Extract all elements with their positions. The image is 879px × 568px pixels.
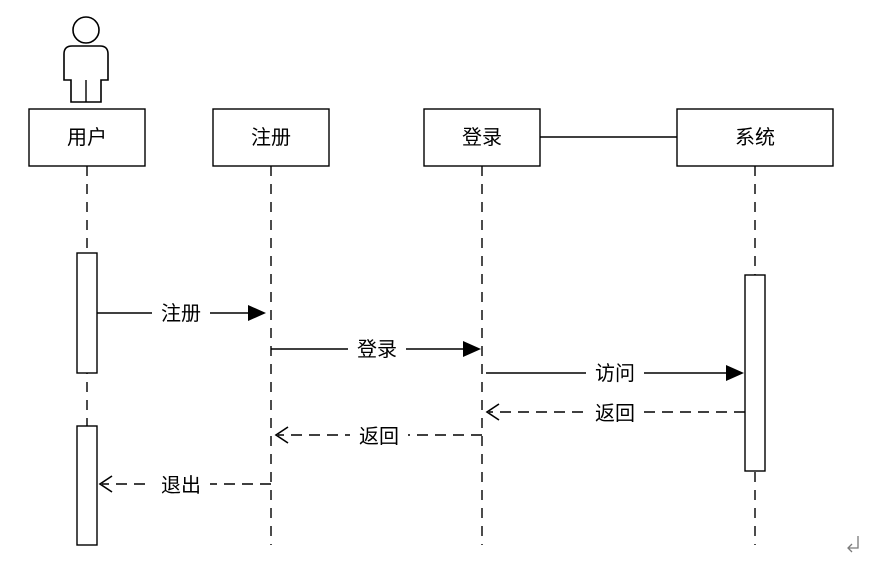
message-register-request: 注册 [97,298,266,326]
message-login-return: 返回 [274,421,482,449]
activation-user-2 [76,425,98,546]
message-label: 返回 [359,424,399,448]
message-label: 注册 [161,301,201,325]
participant-register: 注册 [212,108,330,167]
activation-user-1 [76,252,98,374]
message-label: 退出 [161,473,201,497]
message-system-return: 返回 [485,398,745,426]
message-label: 返回 [595,401,635,425]
participant-label: 系统 [735,125,775,149]
actor-icon [63,16,109,103]
activation-system [744,274,766,472]
participant-login: 登录 [423,108,541,167]
message-label: 访问 [595,361,635,385]
message-login-request: 登录 [271,334,481,362]
participant-user: 用户 [28,108,146,167]
participant-system: 系统 [676,108,834,167]
participant-label: 注册 [251,125,291,149]
participant-label: 用户 [67,125,107,149]
message-exit: 退出 [98,470,271,498]
participant-label: 登录 [462,125,502,149]
return-arrow-icon [847,536,859,553]
message-access-request: 访问 [486,358,744,386]
message-label: 登录 [357,337,397,361]
